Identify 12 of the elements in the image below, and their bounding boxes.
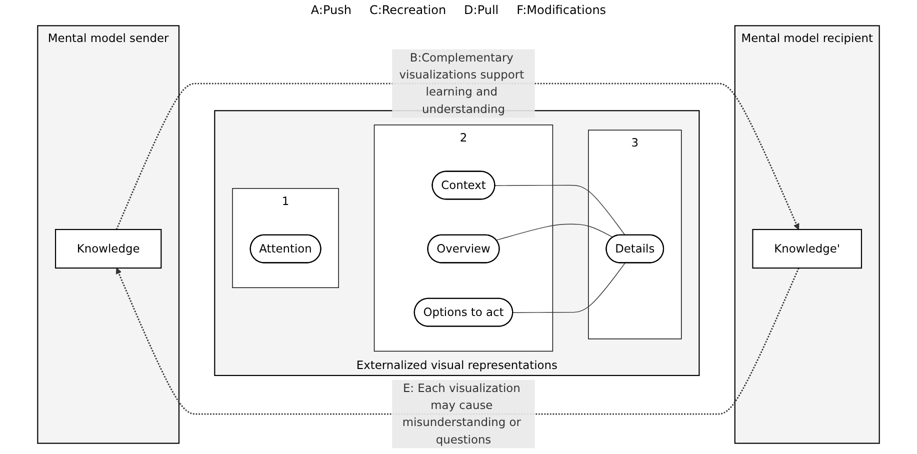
node-box: Knowledge' [752,228,862,269]
node-box: Knowledge [54,228,162,269]
connector [494,184,626,236]
arrow [116,268,800,415]
connector [496,224,614,241]
flow-label: C:Recreation [369,3,446,17]
flow-label: D:Pull [464,3,499,17]
flow-label: A:Push [310,3,352,17]
edge-label: E: Each visualization may cause misunderstanding or questions [402,381,521,446]
connector [512,262,626,314]
arrow [116,82,800,230]
flow-label: F:Modifications [516,3,606,17]
